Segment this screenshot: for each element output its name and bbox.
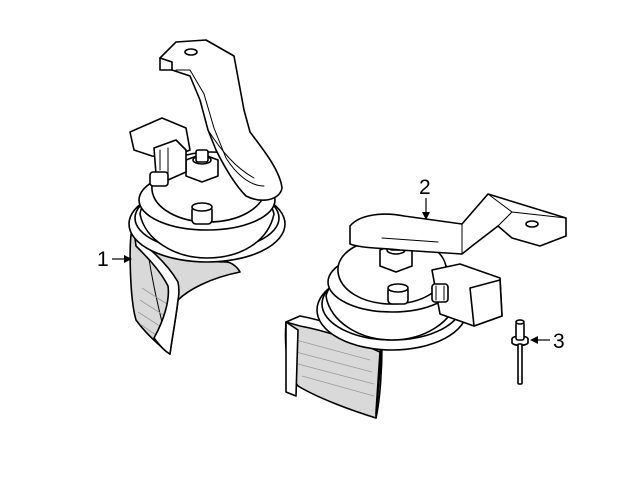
right-horn <box>284 193 567 419</box>
callout-3: 3 <box>530 330 565 353</box>
callout-2-label: 2 <box>419 176 431 199</box>
callout-1: 1 <box>97 248 132 271</box>
left-horn <box>128 39 286 355</box>
callout-3-label: 3 <box>553 330 565 353</box>
rivet <box>511 319 529 385</box>
callout-2: 2 <box>419 176 431 220</box>
right-horn-bracket <box>349 193 567 255</box>
callout-1-label: 1 <box>97 248 109 271</box>
left-horn-bracket <box>159 39 283 201</box>
